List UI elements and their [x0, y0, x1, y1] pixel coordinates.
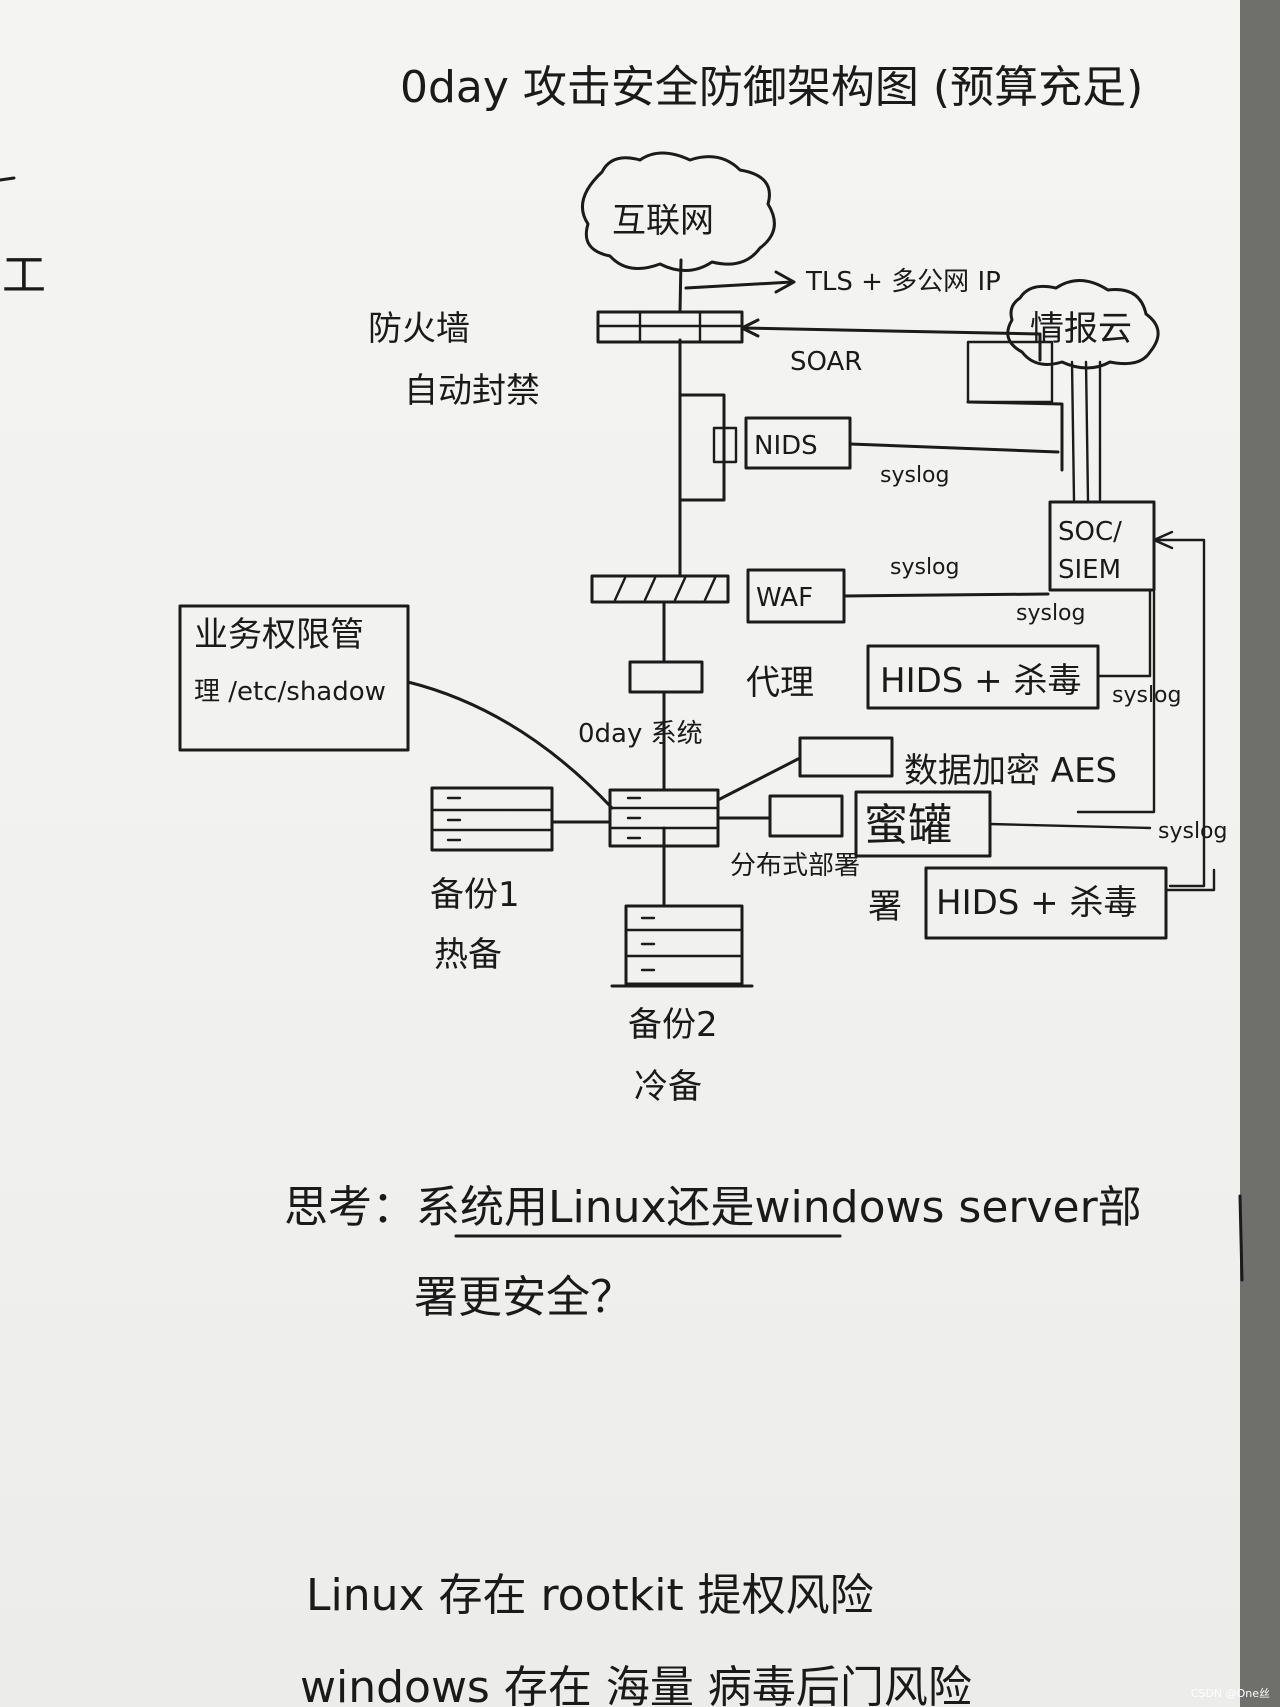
internet-label: 互联网 — [612, 201, 714, 241]
proxy-box — [628, 660, 704, 694]
soc-siem-box — [1048, 500, 1156, 592]
hids-label-2: HIDS + 杀毒 — [936, 883, 1137, 923]
proxy-label: 代理 — [746, 663, 814, 703]
intel-to-soc-lines — [1070, 360, 1102, 502]
system-label: 0day 系统 — [578, 719, 703, 749]
biz-perm-label-1: 业务权限管 — [194, 615, 364, 655]
risk-linux: Linux 存在 rootkit 提权风险 — [306, 1570, 874, 1621]
tls-arrow — [684, 280, 794, 290]
auto-ban-label: 自动封禁 — [404, 371, 540, 411]
risk-windows: windows 存在 海量 病毒后门风险 — [300, 1662, 972, 1707]
biz-perm-label-2: 理 /etc/shadow — [194, 677, 386, 707]
margin-text: 工 — [2, 250, 46, 301]
backup2-label-a: 备份2 — [628, 1005, 718, 1045]
diagram-title: 0day 攻击安全防御架构图 (预算充足) — [400, 62, 1143, 113]
backup1-label-a: 备份1 — [430, 875, 520, 915]
watermark: CSDN @One丝 — [1190, 1687, 1270, 1700]
backup2-box — [624, 904, 744, 986]
soar-line — [740, 326, 1042, 362]
distributed-label: 分布式部署 — [730, 851, 860, 881]
nids-label: NIDS — [754, 431, 818, 461]
nids-tap-box — [712, 426, 738, 464]
syslog-label-3: syslog — [1016, 601, 1085, 626]
hids1-to-soc — [1096, 588, 1152, 678]
soar-label: SOAR — [790, 347, 862, 377]
distributed-tail: 署 — [868, 887, 902, 927]
paper-sheet — [0, 0, 1240, 1707]
soar-to-soc — [966, 400, 1064, 472]
encryption-label: 数据加密 AES — [904, 751, 1117, 791]
syslog-label-1: syslog — [880, 463, 949, 488]
hids-label-1: HIDS + 杀毒 — [880, 661, 1081, 701]
soc-right-loop — [1152, 538, 1206, 888]
backup1-box — [430, 786, 554, 852]
internet-cloud — [580, 151, 776, 272]
siem-label: SIEM — [1058, 555, 1121, 585]
distributed-box — [768, 794, 844, 838]
thought-line-1: 思考：系统用Linux还是windows server部 — [284, 1182, 1142, 1233]
margin-mark — [0, 176, 16, 182]
thought-pen-mark — [1238, 1194, 1244, 1282]
waf-syslog-line — [842, 592, 1050, 598]
hids-box-2 — [924, 866, 1168, 940]
spine-internet-fw — [678, 258, 683, 314]
encryption-box — [798, 736, 894, 778]
honeypot-syslog-line — [988, 822, 1152, 830]
biz-to-system — [406, 680, 614, 810]
system-to-encryption — [716, 756, 802, 802]
biz-perm-box — [178, 604, 410, 752]
waf-box — [590, 574, 730, 604]
honeypot-label: 蜜罐 — [864, 800, 952, 851]
nids-syslog-line — [848, 442, 1060, 454]
backup1-label-b: 热备 — [434, 935, 502, 975]
thought-line-2: 署更安全？ — [414, 1272, 634, 1323]
syslog-label-5: syslog — [1158, 819, 1227, 844]
syslog-label-2: syslog — [890, 555, 959, 580]
soc-label: SOC/ — [1058, 517, 1122, 547]
intel-cloud — [1006, 279, 1160, 370]
hids2-to-soc — [1164, 868, 1216, 892]
nids-tap — [678, 393, 726, 502]
backup2-label-b: 冷备 — [634, 1067, 702, 1107]
syslog-label-4: syslog — [1112, 683, 1181, 708]
firewall-label: 防火墙 — [368, 309, 470, 349]
tls-label: TLS + 多公网 IP — [805, 267, 1001, 297]
soc-honeypot-line — [1076, 590, 1156, 814]
waf-label: WAF — [756, 583, 813, 613]
